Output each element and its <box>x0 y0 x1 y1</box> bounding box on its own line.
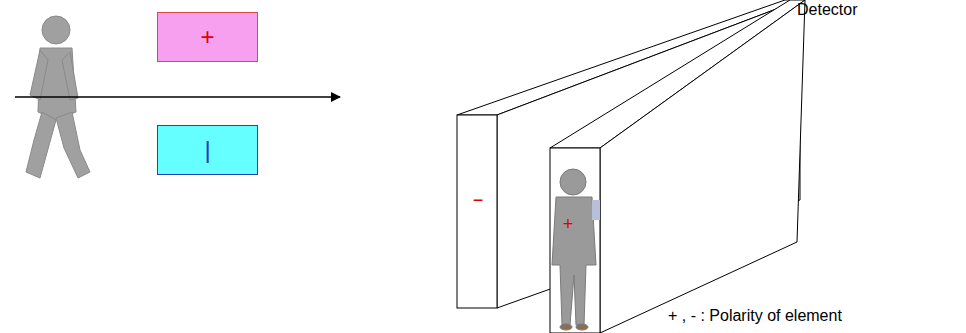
polarity-box: + <box>157 12 258 62</box>
direction-arrow <box>15 96 340 98</box>
polarity-sign: + <box>200 25 214 49</box>
detector-panel <box>550 0 805 333</box>
polarity-sign: | <box>204 138 210 162</box>
polarity-sign: − <box>473 191 484 209</box>
polarity-box: | <box>157 125 258 175</box>
detector-label: Detector <box>797 2 857 18</box>
standing-person <box>552 169 600 330</box>
polarity-sign: + <box>563 215 574 233</box>
legend-note: + , - : Polarity of element <box>668 308 842 324</box>
